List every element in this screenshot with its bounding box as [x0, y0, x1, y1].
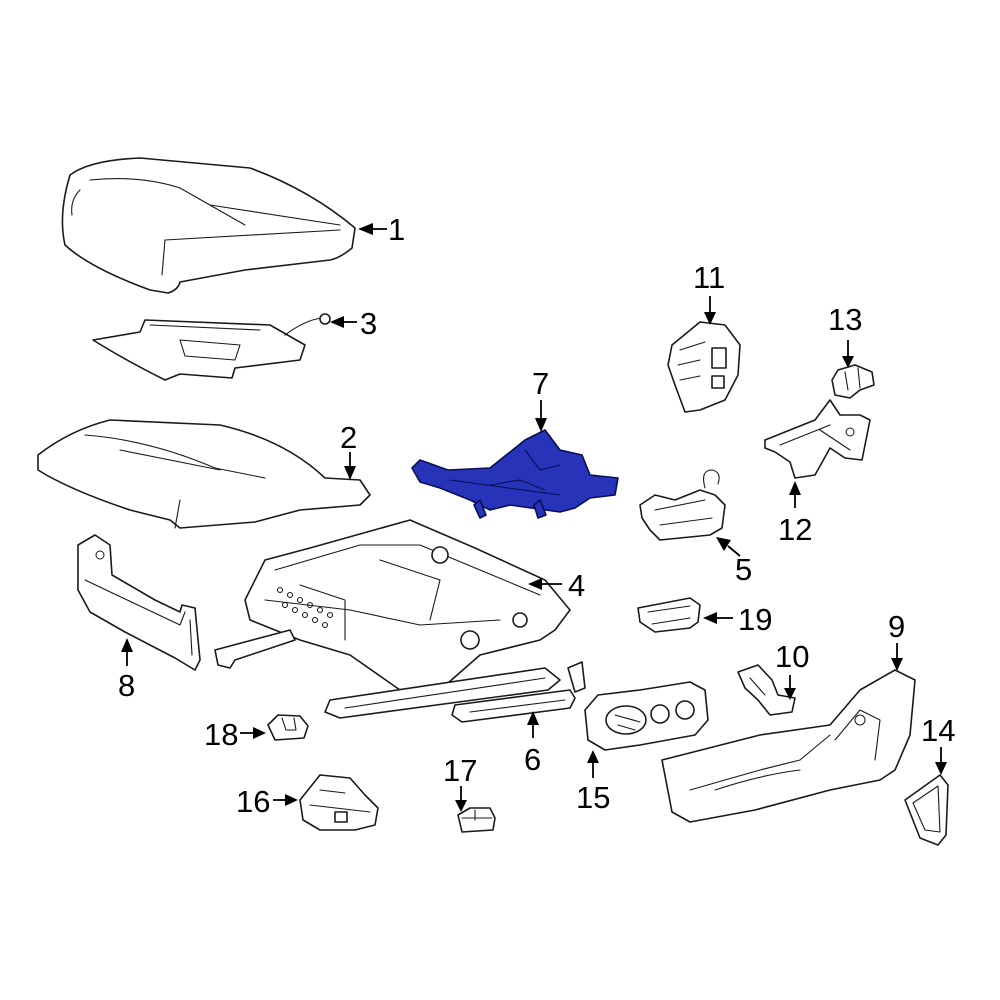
callout-13-group: 13: [828, 302, 862, 368]
callout-14: 14: [921, 713, 955, 748]
part-2-cushion-pad: [37, 419, 371, 529]
callout-12: 12: [778, 512, 812, 547]
part-19-small-bracket: [637, 597, 701, 633]
callout-15-group: 15: [576, 750, 610, 815]
callout-4: 4: [568, 568, 585, 603]
callout-7: 7: [532, 366, 549, 401]
callout-9: 9: [888, 609, 905, 644]
callout-11-group: 11: [693, 260, 725, 325]
part-5-hook-bracket: [639, 469, 726, 541]
part-14-escutcheon: [904, 774, 949, 846]
part-12-bracket: [764, 399, 871, 479]
part-8-side-shield: [77, 534, 201, 671]
callout-19: 19: [738, 602, 772, 637]
callout-5-group: 5: [716, 537, 752, 587]
callout-8: 8: [118, 668, 135, 703]
callout-6-group: 6: [524, 711, 541, 777]
callout-16-group: 16: [236, 784, 298, 819]
callout-1-group: 1: [358, 212, 405, 247]
part-6-rail-cover: [451, 661, 586, 723]
part-10-bracket: [737, 664, 796, 716]
callout-1: 1: [388, 212, 405, 247]
callout-2: 2: [340, 420, 357, 455]
part-16-motor: [299, 774, 379, 831]
callout-11: 11: [693, 260, 725, 295]
part-18-clip: [267, 714, 309, 741]
callout-19-group: 19: [703, 602, 772, 637]
callout-13: 13: [828, 302, 862, 337]
callout-10-group: 10: [775, 639, 809, 700]
callout-8-group: 8: [118, 638, 135, 703]
part-3-sensor-mat: [92, 313, 331, 381]
callout-17-group: 17: [443, 753, 477, 812]
callout-7-group: 7: [532, 366, 549, 432]
callout-2-group: 2: [340, 420, 357, 480]
callout-17: 17: [443, 753, 477, 788]
part-4-seat-frame: [214, 519, 571, 719]
callout-18: 18: [204, 717, 238, 752]
callout-15: 15: [576, 780, 610, 815]
part-17-connector: [457, 807, 496, 833]
part-15-switch-assembly: [584, 681, 709, 751]
part-7-harness-bracket: [411, 429, 619, 519]
callout-9-group: 9: [888, 609, 905, 671]
part-13-clip: [831, 364, 875, 399]
callout-3-group: 3: [330, 306, 377, 341]
callout-5: 5: [735, 552, 752, 587]
callout-6: 6: [524, 742, 541, 777]
part-1-cushion-cover: [61, 157, 356, 294]
callout-4-group: 4: [528, 568, 585, 603]
callout-3: 3: [360, 306, 377, 341]
callout-12-group: 12: [778, 481, 812, 547]
callout-18-group: 18: [204, 717, 266, 752]
callout-10: 10: [775, 639, 809, 674]
part-9-side-trim: [661, 669, 916, 823]
part-11-cover: [667, 321, 741, 413]
callout-16: 16: [236, 784, 270, 819]
callout-14-group: 14: [921, 713, 955, 775]
